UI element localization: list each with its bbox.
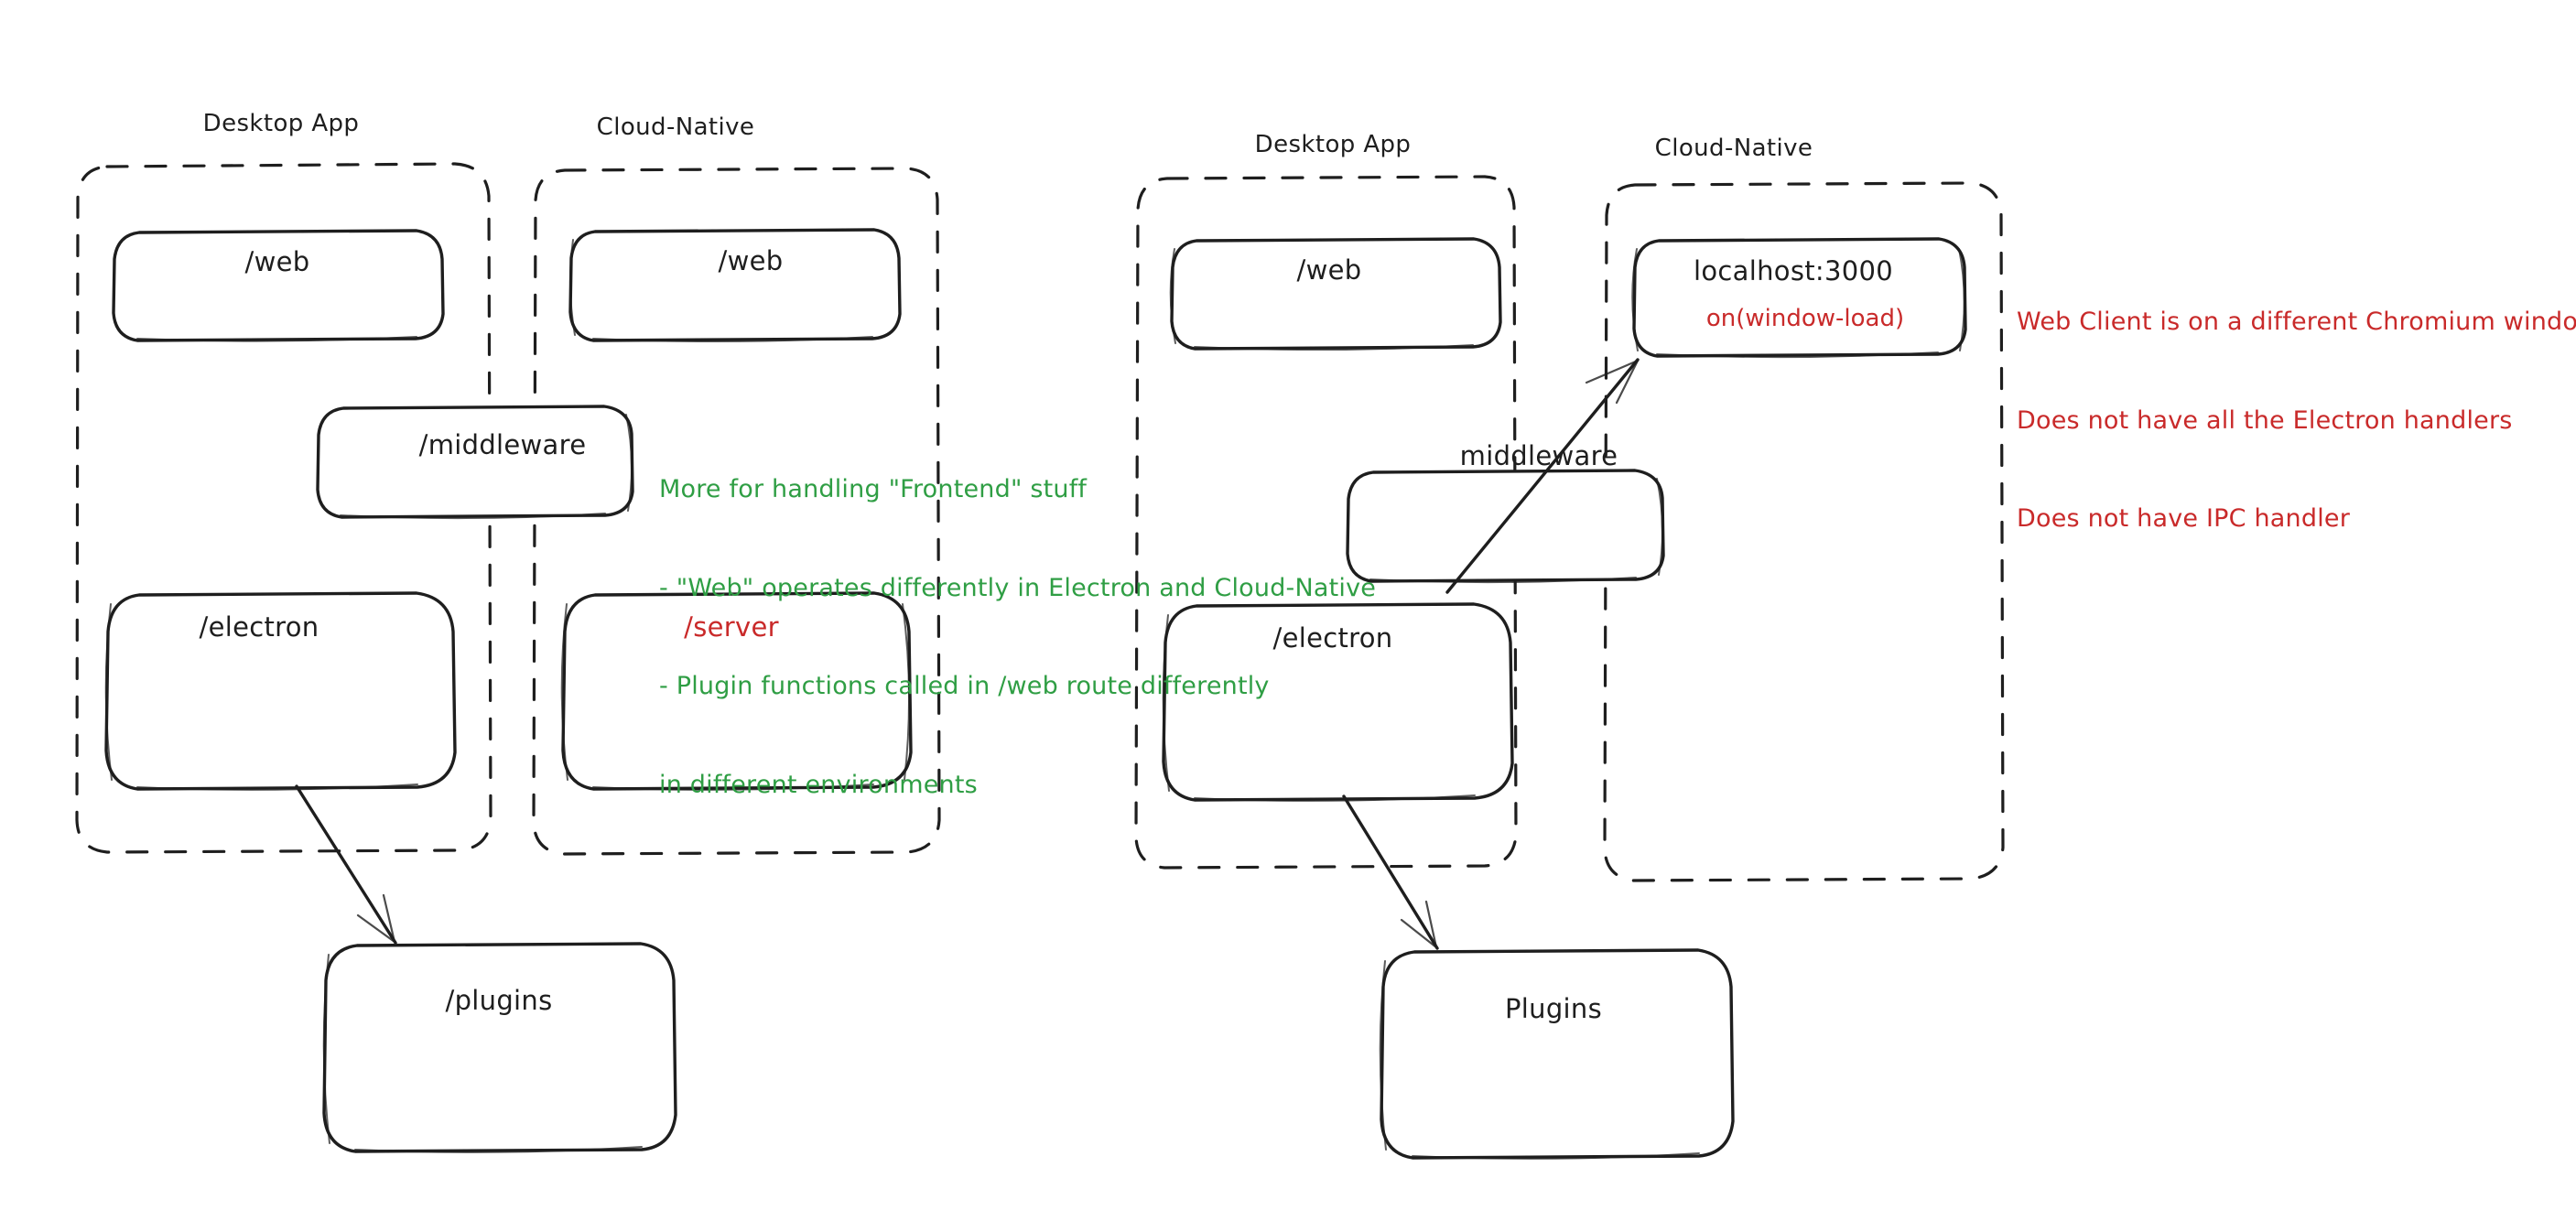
box-label-left-desktop-web[interactable]: /web	[244, 246, 310, 277]
annotation-green-line-1: More for handling "Frontend" stuff	[659, 474, 1088, 503]
group-title-right-cloud-native: Cloud-Native	[1654, 135, 1813, 162]
box-label-left-server[interactable]: /server	[684, 611, 779, 643]
box-outline-right-plugins	[1379, 948, 1735, 1160]
box-label-left-electron[interactable]: /electron	[199, 611, 319, 643]
annotation-red-note: Web Client is on a different Chromium wi…	[2017, 240, 2576, 601]
box-outline-left-plugins	[322, 942, 677, 1153]
annotation-red-line-3: Does not have IPC handler	[2017, 504, 2351, 534]
group-title-left-cloud-native: Cloud-Native	[596, 113, 755, 141]
annotation-red-line-2: Does not have all the Electron handlers	[2017, 405, 2513, 435]
box-label-right-middleware[interactable]: middleware	[1459, 440, 1618, 471]
annotation-green-line-2: - "Web" operates differently in Electron…	[659, 573, 1377, 602]
box-outline-left-middleware	[316, 405, 634, 520]
box-label-left-middleware[interactable]: /middleware	[418, 429, 587, 460]
box-label-left-plugins[interactable]: /plugins	[445, 985, 553, 1016]
box-label-right-localhost[interactable]: localhost:3000	[1694, 255, 1893, 286]
box-label-right-desktop-web[interactable]: /web	[1296, 254, 1362, 286]
annotation-green-line-4: in different environments	[659, 770, 978, 799]
annotation-green-note: More for handling "Frontend" stuff - "We…	[659, 407, 1376, 868]
group-title-left-desktop-app: Desktop App	[202, 110, 360, 137]
group-title-right-desktop-app: Desktop App	[1254, 131, 1412, 158]
box-label-right-plugins[interactable]: Plugins	[1505, 993, 1602, 1024]
arrow-right-electron-to-localhost	[1445, 358, 1640, 594]
box-label-right-electron[interactable]: /electron	[1272, 622, 1393, 654]
box-outline-right-middleware	[1346, 469, 1665, 584]
box-subtext-right-localhost: on(window-load)	[1705, 305, 1905, 332]
annotation-green-line-3: - Plugin functions called in /web route …	[659, 672, 1270, 701]
annotation-red-line-1: Web Client is on a different Chromium wi…	[2017, 307, 2576, 336]
arrow-left-electron-to-plugins	[295, 784, 397, 945]
box-label-left-cloud-web[interactable]: /web	[718, 245, 784, 276]
